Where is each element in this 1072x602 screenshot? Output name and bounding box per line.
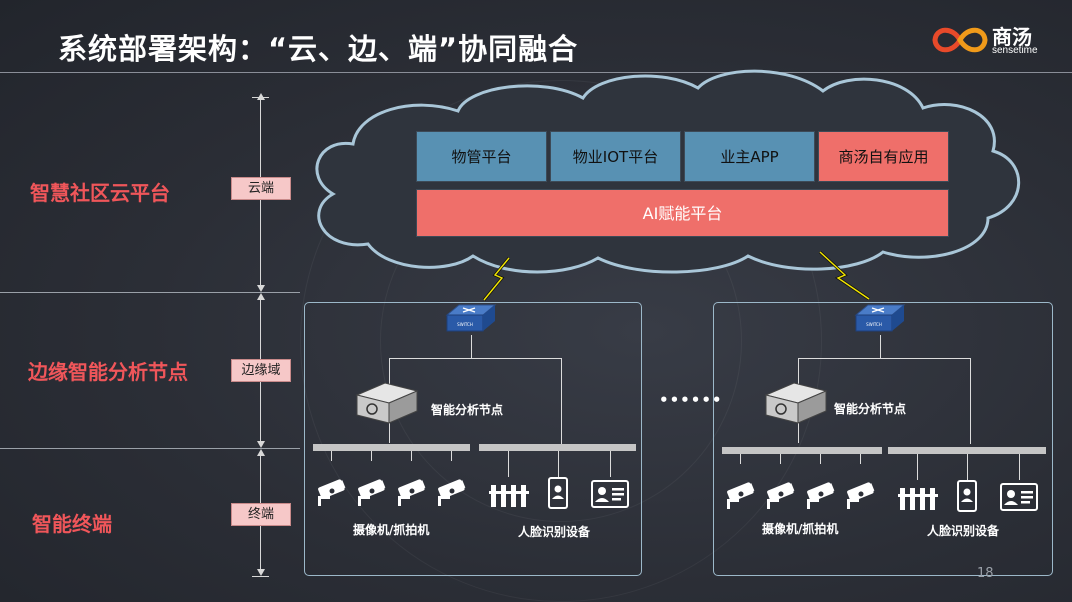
connector-line bbox=[389, 358, 390, 384]
connector-line bbox=[798, 358, 799, 384]
analysis-node-server-icon bbox=[764, 382, 828, 424]
analysis-node-label: 智能分析节点 bbox=[431, 403, 504, 417]
layer-label-terminal: 智能终端 bbox=[32, 512, 112, 536]
face-terminal-icon bbox=[548, 477, 568, 509]
sensetime-logo: 商汤 sensetime bbox=[930, 20, 1060, 60]
connector-line bbox=[610, 451, 611, 477]
layer-tag-edge: 边缘域 bbox=[231, 359, 291, 382]
cloud-app-box-property-mgmt: 物管平台 bbox=[416, 131, 547, 182]
cloud-app-box-owner-app: 业主APP bbox=[684, 131, 815, 182]
connector-line bbox=[371, 451, 372, 461]
id-card-reader-icon bbox=[591, 480, 629, 508]
connector-line bbox=[1019, 454, 1020, 480]
logo-brand-text: 商汤 bbox=[992, 25, 1032, 49]
connector-line bbox=[970, 358, 971, 444]
face-device-group-label: 人脸识别设备 bbox=[518, 525, 591, 539]
layer-divider bbox=[0, 292, 300, 293]
turnstile-gate-icon bbox=[489, 485, 529, 507]
camera-icon bbox=[727, 482, 755, 509]
device-bus bbox=[479, 444, 636, 451]
analysis-node-server-icon bbox=[355, 382, 419, 424]
camera-group-label: 摄像机/抓拍机 bbox=[762, 522, 839, 536]
connector-line bbox=[411, 451, 412, 461]
connector-line bbox=[389, 421, 390, 443]
connector-line bbox=[740, 454, 741, 464]
connector-line bbox=[389, 358, 561, 359]
connector-line bbox=[561, 358, 562, 444]
edge-group-panel: SWITCH 智能分析节点 摄像机/抓拍机 bbox=[304, 302, 642, 576]
svg-text:SWITCH: SWITCH bbox=[866, 322, 882, 327]
cloud-app-box-property-iot: 物业IOT平台 bbox=[550, 131, 681, 182]
ai-platform-box: AI赋能平台 bbox=[416, 189, 949, 237]
connector-line bbox=[860, 454, 861, 464]
connector-line bbox=[331, 451, 332, 461]
connector-line bbox=[508, 451, 509, 477]
layer-tag-terminal: 终端 bbox=[231, 503, 291, 526]
connector-line bbox=[780, 454, 781, 464]
connector-line bbox=[798, 421, 799, 443]
device-bus bbox=[722, 447, 882, 454]
sensetime-logo-icon bbox=[932, 27, 988, 53]
face-terminal-icon bbox=[957, 480, 977, 512]
camera-icon bbox=[807, 482, 835, 509]
page-number: 18 bbox=[977, 566, 994, 581]
device-bus bbox=[313, 444, 470, 451]
camera-icon bbox=[767, 482, 795, 509]
more-groups-ellipsis: •••••• bbox=[659, 391, 723, 409]
lightning-icon bbox=[482, 257, 511, 301]
camera-icon bbox=[847, 482, 875, 509]
connector-line bbox=[451, 451, 452, 461]
connector-line bbox=[798, 358, 970, 359]
logo-sub-text: sensetime bbox=[992, 45, 1038, 56]
camera-icon bbox=[398, 479, 426, 506]
layer-label-edge: 边缘智能分析节点 bbox=[28, 360, 188, 384]
connector-line bbox=[471, 335, 472, 358]
camera-icon bbox=[318, 479, 346, 506]
network-switch-icon: SWITCH bbox=[445, 304, 497, 332]
camera-group-label: 摄像机/抓拍机 bbox=[353, 523, 430, 537]
id-card-reader-icon bbox=[1000, 483, 1038, 511]
camera-icon bbox=[438, 479, 466, 506]
camera-icon bbox=[358, 479, 386, 506]
page-title: 系统部署架构：“云、边、端”协同融合 bbox=[58, 32, 579, 66]
edge-group-panel: SWITCH 智能分析节点 摄像机/抓拍机 bbox=[713, 302, 1053, 576]
connector-line bbox=[880, 335, 881, 358]
device-bus bbox=[888, 447, 1046, 454]
lightning-icon bbox=[818, 250, 870, 301]
layer-tag-cloud: 云端 bbox=[231, 177, 291, 200]
connector-line bbox=[558, 451, 559, 477]
svg-text:SWITCH: SWITCH bbox=[457, 322, 473, 327]
analysis-node-label: 智能分析节点 bbox=[834, 402, 907, 416]
face-device-group-label: 人脸识别设备 bbox=[927, 524, 1000, 538]
connector-line bbox=[820, 454, 821, 464]
layer-label-cloud: 智慧社区云平台 bbox=[30, 181, 170, 205]
layer-divider bbox=[0, 448, 300, 449]
cloud-app-box-sensetime-apps: 商汤自有应用 bbox=[818, 131, 949, 182]
connector-line bbox=[967, 454, 968, 480]
network-switch-icon: SWITCH bbox=[854, 304, 906, 332]
header-divider bbox=[0, 72, 1072, 73]
turnstile-gate-icon bbox=[898, 488, 938, 510]
connector-line bbox=[917, 454, 918, 480]
